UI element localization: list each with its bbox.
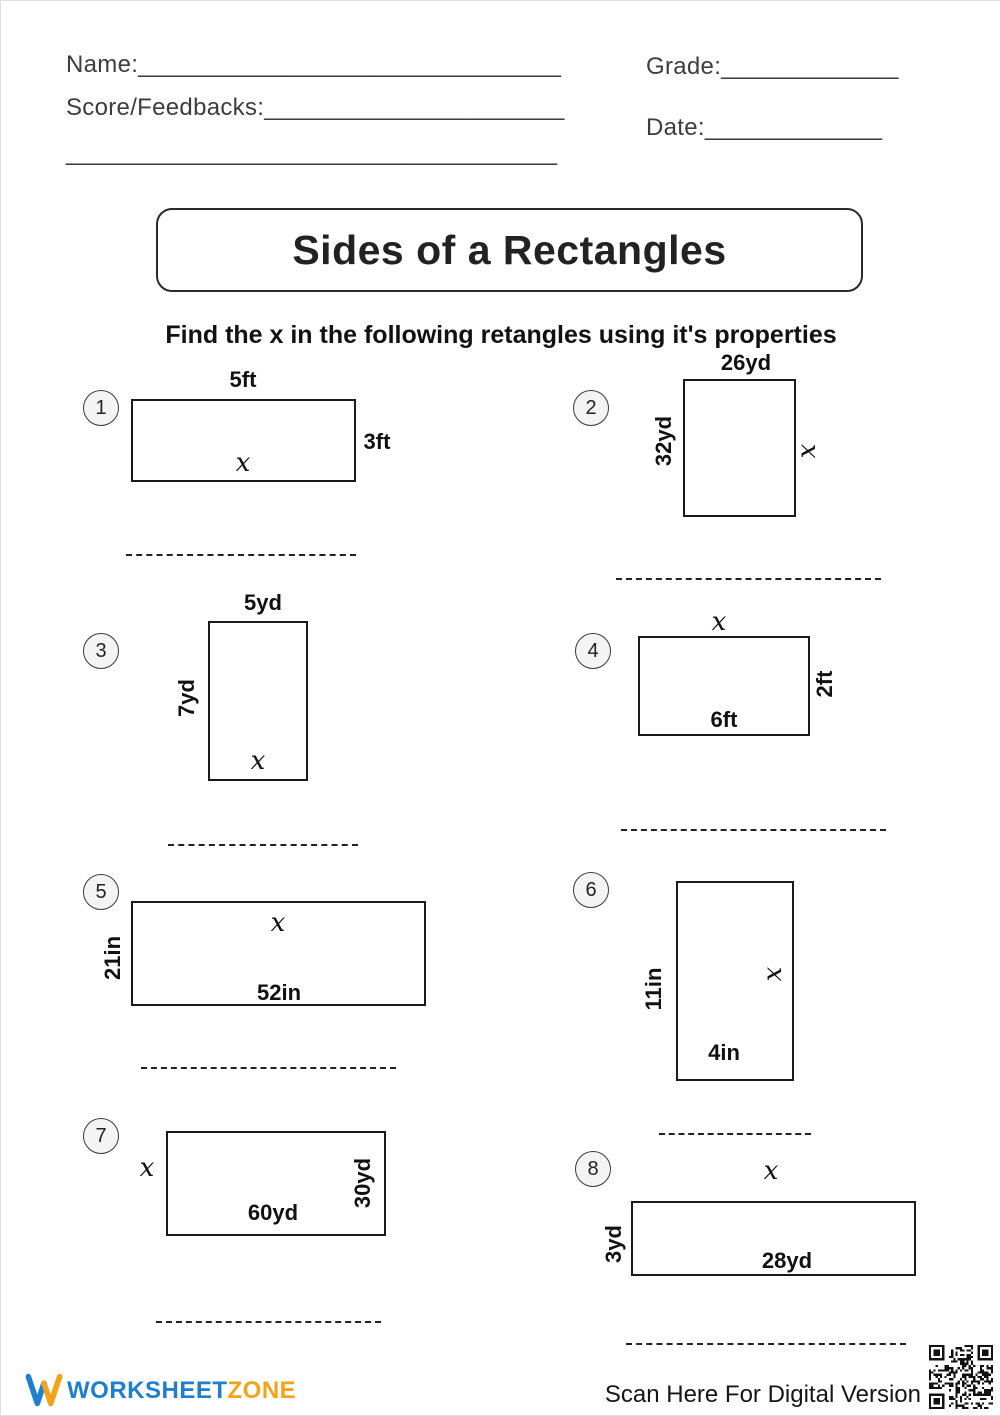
brand-zone: ZONE (227, 1377, 297, 1404)
answer-line (156, 1321, 381, 1323)
date-field-label: Date:_____________ (646, 114, 883, 141)
instructions-text: Find the x in the following retangles us… (165, 321, 837, 349)
side-label-right: 2ft (812, 670, 837, 698)
worksheetzone-logo-icon (25, 1371, 63, 1414)
rectangle-shape (638, 636, 810, 736)
problem-number: 7 (83, 1118, 119, 1154)
unknown-x-label: x (792, 443, 822, 459)
qr-code (929, 1345, 993, 1409)
rectangle-shape (683, 379, 796, 517)
side-label-left: 21in (100, 935, 125, 981)
page-title: Sides of a Rectangles (292, 226, 727, 273)
score-field-label: Score/Feedbacks:______________________ (66, 94, 565, 121)
problem-number: 1 (83, 390, 119, 426)
rectangle-shape (166, 1131, 386, 1236)
rectangle-shape (131, 399, 356, 482)
answer-line (659, 1133, 811, 1135)
side-label-right: 3ft (363, 429, 391, 454)
problem-number: 8 (575, 1151, 611, 1187)
problem-number: 3 (83, 633, 119, 669)
unknown-x-label: x (270, 908, 286, 938)
grade-field-label: Grade:_____________ (646, 53, 899, 80)
side-label-bottom: 6ft (710, 707, 738, 732)
side-label-left: 32yd (651, 415, 676, 467)
side-label-top: 5yd (244, 590, 282, 615)
side-label-bottom: 28yd (761, 1248, 813, 1273)
side-label-bottom: 60yd (247, 1200, 299, 1225)
brand-name: WORKSHEETZONE (67, 1377, 296, 1405)
unknown-x-label: x (758, 966, 788, 982)
side-label-top: 5ft (229, 367, 257, 392)
answer-line (626, 1343, 906, 1345)
brand-worksheet: WORKSHEET (67, 1377, 228, 1404)
answer-line (168, 844, 358, 846)
side-label-top: 26yd (720, 350, 772, 375)
unknown-x-label: x (763, 1156, 779, 1186)
answer-line (616, 578, 881, 580)
problem-number: 6 (573, 872, 609, 908)
side-label-bottom: 52in (256, 980, 302, 1005)
rectangle-shape (208, 621, 308, 781)
title-box: Sides of a Rectangles (156, 208, 863, 292)
rectangle-shape (631, 1201, 916, 1276)
problem-number: 4 (575, 633, 611, 669)
answer-line (126, 554, 356, 556)
name-field-label: Name:_______________________________ (66, 51, 562, 78)
unknown-x-label: x (235, 448, 251, 478)
rectangle-shape (676, 881, 794, 1081)
side-label-left: 11in (641, 967, 666, 1011)
side-label-left: 7yd (174, 679, 199, 717)
problem-number: 2 (573, 390, 609, 426)
answer-line (141, 1067, 396, 1069)
unknown-x-label: x (250, 746, 266, 776)
rectangle-shape (131, 901, 426, 1006)
answer-line (621, 829, 886, 831)
problem-number: 5 (83, 874, 119, 910)
extra-write-line: ____________________________________ (66, 139, 558, 166)
side-label-right: 30yd (350, 1157, 375, 1209)
scan-here-text: Scan Here For Digital Version (604, 1381, 921, 1408)
unknown-x-label: x (139, 1153, 155, 1183)
unknown-x-label: x (711, 607, 727, 637)
side-label-left: 3yd (601, 1225, 626, 1263)
side-label-bottom: 4in (708, 1040, 740, 1065)
